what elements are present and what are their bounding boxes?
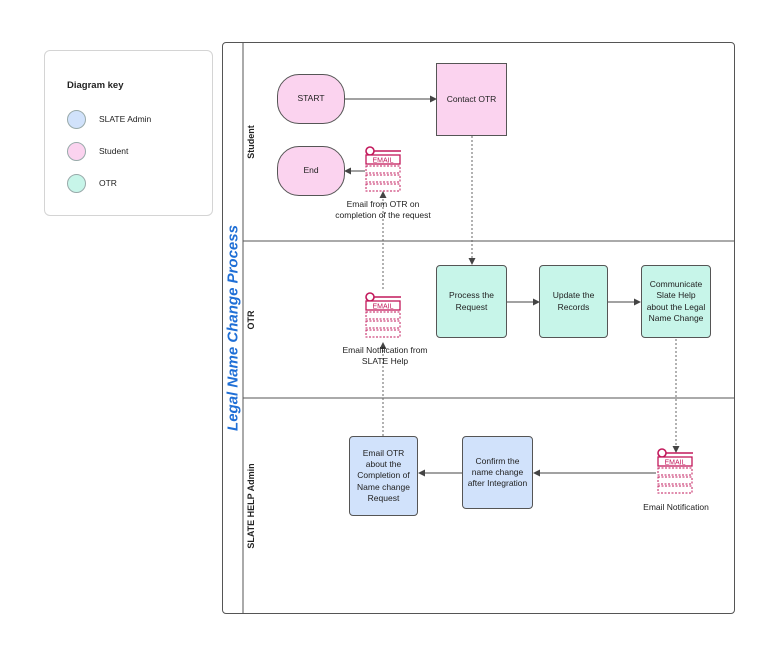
end-node: End — [277, 146, 345, 196]
student-swatch — [67, 141, 86, 161]
key-item-student: Student — [67, 140, 128, 162]
end-node-label: End — [303, 165, 319, 176]
email-icon: EMAIL — [365, 146, 401, 192]
lane-otr-text: OTR — [246, 310, 256, 329]
key-item-otr: OTR — [67, 172, 117, 194]
communicate-label: Communicate Slate Help about the Legal N… — [646, 279, 706, 323]
email-icon: EMAIL — [365, 292, 401, 338]
email-icon: EMAIL — [657, 448, 693, 494]
email-otr-label: Email OTR about the Completion of Name c… — [357, 448, 410, 503]
key-item-label: SLATE Admin — [99, 114, 152, 124]
email-otr-node: Email OTR about the Completion of Name c… — [349, 436, 418, 516]
caption-email-from-slate: Email Notification from SLATE Help — [342, 345, 428, 367]
contact-otr-node: Contact OTR — [436, 63, 507, 136]
start-node-label: START — [297, 93, 325, 104]
update-records-node: Update the Records — [539, 265, 608, 338]
communicate-node: Communicate Slate Help about the Legal N… — [641, 265, 711, 338]
lane-slate-text: SLATE HELP Admin — [246, 463, 256, 549]
diagram-key: Diagram key SLATE Admin Student OTR — [44, 50, 213, 216]
lane-label-student: Student — [243, 42, 259, 241]
lane-label-otr: OTR — [243, 241, 259, 398]
confirm-label: Confirm the name change after Integratio… — [467, 455, 528, 489]
process-request-label: Process the Request — [449, 290, 494, 312]
diagram-key-title: Diagram key — [67, 80, 124, 91]
key-item-label: Student — [99, 146, 129, 156]
caption-email-from-otr: Email from OTR on completion of the requ… — [335, 199, 431, 221]
process-request-node: Process the Request — [436, 265, 507, 338]
email-icon-text: EMAIL — [372, 304, 393, 311]
email-icon-text: EMAIL — [664, 460, 685, 467]
confirm-node: Confirm the name change after Integratio… — [462, 436, 533, 509]
start-node: START — [277, 74, 345, 124]
email-icon-text: EMAIL — [372, 158, 393, 165]
slate-admin-swatch — [67, 109, 86, 129]
lane-label-slate-help-admin: SLATE HELP Admin — [243, 398, 259, 614]
caption-email-notification: Email Notification — [643, 502, 709, 512]
update-records-label: Update the Records — [552, 290, 595, 312]
lane-student-text: Student — [246, 124, 256, 159]
contact-otr-label: Contact OTR — [446, 93, 497, 104]
key-item-slate-admin: SLATE Admin — [67, 108, 151, 130]
key-item-label: OTR — [99, 178, 117, 188]
otr-swatch — [67, 173, 86, 193]
